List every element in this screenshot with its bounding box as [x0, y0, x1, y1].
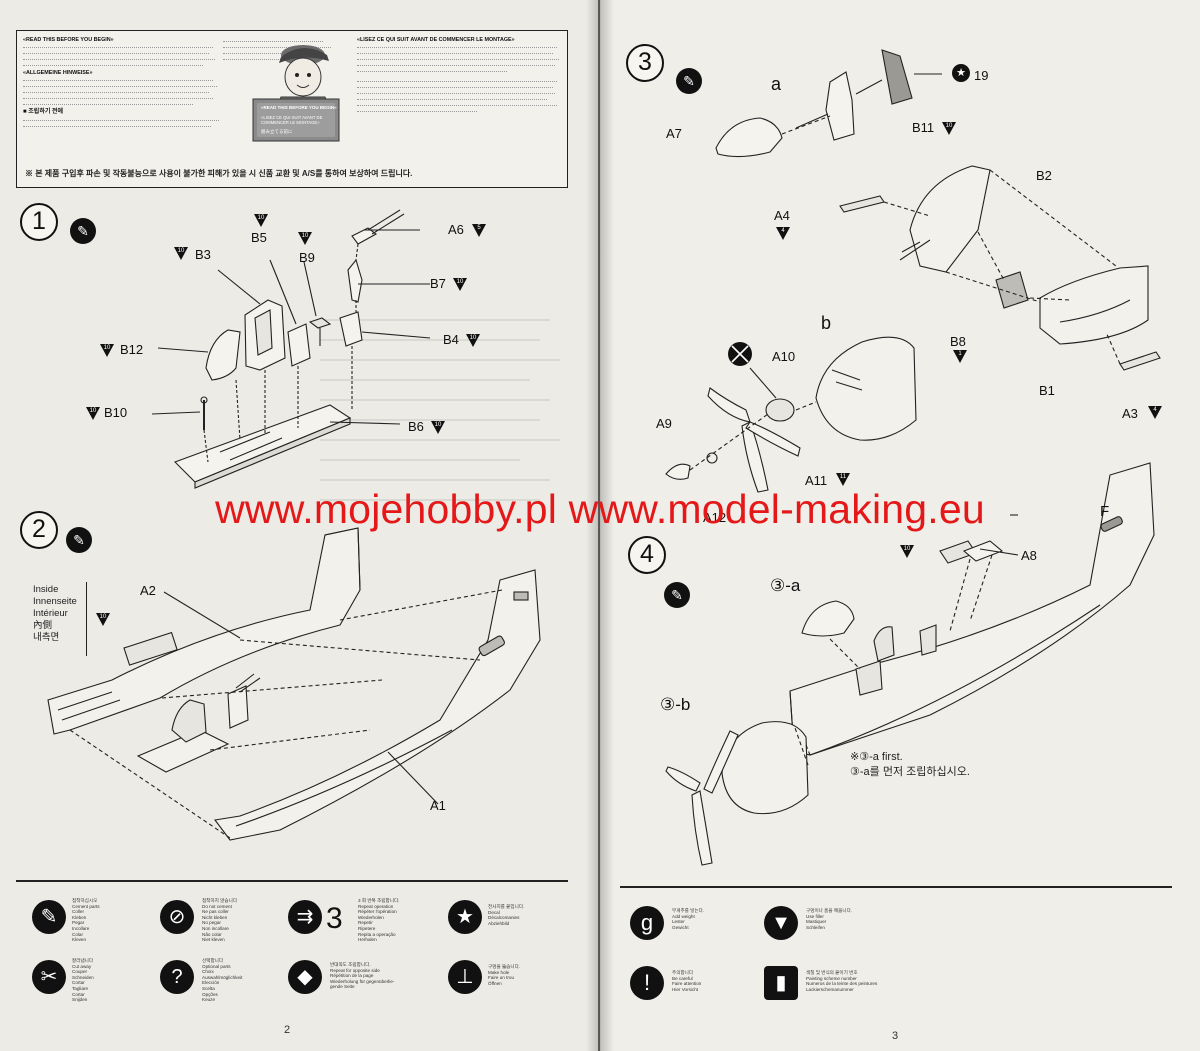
- label-b8: B8: [950, 334, 966, 349]
- filler-icon: ▼: [764, 906, 798, 940]
- label-sub-b: b: [821, 313, 832, 333]
- bubble-text-1: «READ THIS BEFORE YOU BEGIN»: [261, 105, 337, 110]
- step-1-number: 1: [20, 203, 58, 241]
- notice-fr-title: «LISEZ CE QUI SUIT AVANT DE COMMENCER LE…: [357, 37, 515, 43]
- book-gutter: [586, 0, 614, 1051]
- label-a9: A9: [656, 416, 672, 431]
- b10-number-marker: 10: [86, 407, 100, 420]
- glue-icon: ✎: [676, 68, 702, 94]
- label-b12: B12: [120, 342, 144, 357]
- notice-fr-jp: «LISEZ CE QUI SUIT AVANT DE COMMENCER LE…: [357, 37, 563, 163]
- step-4-number: 4: [628, 536, 666, 574]
- label-b4: B4: [443, 332, 459, 347]
- label-a11: A11: [805, 473, 828, 488]
- glue-icon: ✎: [664, 582, 690, 608]
- b12-number-marker: 10: [100, 344, 114, 357]
- glue-icon: ✎: [70, 218, 96, 244]
- glue-icon: ✎: [32, 900, 66, 934]
- b9-number-marker: 10: [298, 232, 312, 245]
- b5-number-marker: 10: [254, 214, 268, 227]
- label-a1: A1: [430, 798, 446, 813]
- label-a2: A2: [140, 583, 156, 598]
- bubble-text-3: 組み立てる前に: [261, 129, 293, 134]
- label-b10: B10: [104, 405, 128, 420]
- step-4-note: ※③-a first. ③-a를 먼저 조립하십시오.: [850, 751, 970, 778]
- no-cement-icon: ⊘: [160, 900, 194, 934]
- decal-icon: ★: [952, 64, 970, 82]
- attention-icon: !: [630, 966, 664, 1000]
- paint-icon: ▮: [764, 966, 798, 1000]
- notice-de-title: «ALLGEMEINE HINWEISE»: [23, 70, 93, 77]
- legend-divider: [620, 886, 1172, 888]
- label-a7: A7: [666, 126, 682, 141]
- optional-icon: ?: [160, 960, 194, 994]
- label-b11: B11: [912, 120, 935, 135]
- mascot-illustration: «READ THIS BEFORE YOU BEGIN» «LISEZ CE Q…: [235, 35, 353, 145]
- label-a3: A3: [1122, 406, 1138, 421]
- warranty-notice: ※ 본 제품 구입후 파손 및 작동불능으로 사용이 불가한 피해가 있을 시 …: [25, 169, 413, 178]
- label-b1: B1: [1039, 383, 1055, 398]
- bubble-text-2: «LISEZ CE QUI SUIT AVANT DE COMMENCER LE…: [261, 115, 323, 125]
- label-a12: A12: [703, 510, 727, 525]
- page-number-left: 2: [284, 1024, 291, 1036]
- label-b9: B9: [299, 250, 315, 265]
- legend-divider: [16, 880, 568, 882]
- label-b7: B7: [430, 276, 446, 291]
- repeat-icon: ⇉: [288, 900, 322, 934]
- label-a10: A10: [772, 349, 796, 364]
- b8-number-marker: 1: [953, 350, 967, 363]
- b3-number-marker: 10: [174, 247, 188, 260]
- step-1-diagram: [151, 209, 431, 489]
- notice-de-text: [23, 76, 223, 106]
- notice-en-de: «READ THIS BEFORE YOU BEGIN» «ALLGEMEINE…: [23, 37, 223, 167]
- label-3a: ③-a: [770, 576, 801, 595]
- a3-number-marker: 4: [1148, 406, 1162, 419]
- label-f: F: [1100, 503, 1110, 520]
- repeat-count: 3: [326, 902, 343, 935]
- watermark-text: www.mojehobby.pl www.model-making.eu: [215, 486, 985, 532]
- opposite-side-icon: ◆: [288, 960, 322, 994]
- glue-icon: ✎: [66, 527, 92, 553]
- inside-label: Inside Innenseite Intérieur 內側 내측면: [33, 584, 77, 643]
- notice-kr-title: ■ 조립하기 전에: [23, 109, 64, 116]
- label-decal-19: 19: [974, 68, 989, 83]
- label-b3: B3: [195, 247, 211, 262]
- b7-number-marker: 10: [453, 278, 467, 291]
- notice-en-text: [23, 43, 223, 67]
- label-sub-a: a: [771, 74, 782, 94]
- cut-icon: ✂: [32, 960, 66, 994]
- label-a6: A6: [448, 222, 464, 237]
- page-left: «READ THIS BEFORE YOU BEGIN» «ALLGEMEINE…: [0, 0, 598, 1051]
- a4-number-marker: 4: [776, 227, 790, 240]
- step-4-diagram: [665, 462, 1155, 866]
- decal-icon: ★: [448, 900, 482, 934]
- inside-number-marker: 10: [96, 613, 110, 626]
- b6-number-marker: 10: [431, 421, 445, 434]
- label-b5: B5: [251, 230, 267, 245]
- label-b2: B2: [1036, 168, 1052, 183]
- label-a8: A8: [1021, 548, 1037, 563]
- page-right: 3 ✎: [600, 0, 1200, 1051]
- notice-box: «READ THIS BEFORE YOU BEGIN» «ALLGEMEINE…: [16, 30, 568, 188]
- step-3-diagram: [665, 49, 1161, 493]
- label-b6: B6: [408, 419, 424, 434]
- label-a4: A4: [774, 208, 790, 223]
- step-3-number: 3: [626, 44, 664, 82]
- step-2-number: 2: [20, 511, 58, 549]
- a6-number-marker: 5: [472, 224, 486, 237]
- notice-en-col2: [223, 37, 338, 125]
- step-2-diagram: [47, 527, 541, 841]
- label-3b: ③-b: [660, 695, 691, 714]
- page-number-right: 3: [892, 1030, 899, 1042]
- b11-number-marker: 10: [942, 122, 956, 135]
- notice-en-title: «READ THIS BEFORE YOU BEGIN»: [23, 37, 114, 43]
- a8-number-marker: 10: [900, 545, 914, 558]
- drill-icon: ⊥: [448, 960, 482, 994]
- a11-number-marker: 11: [836, 473, 850, 486]
- b4-number-marker: 10: [466, 334, 480, 347]
- weight-icon: g: [630, 906, 664, 940]
